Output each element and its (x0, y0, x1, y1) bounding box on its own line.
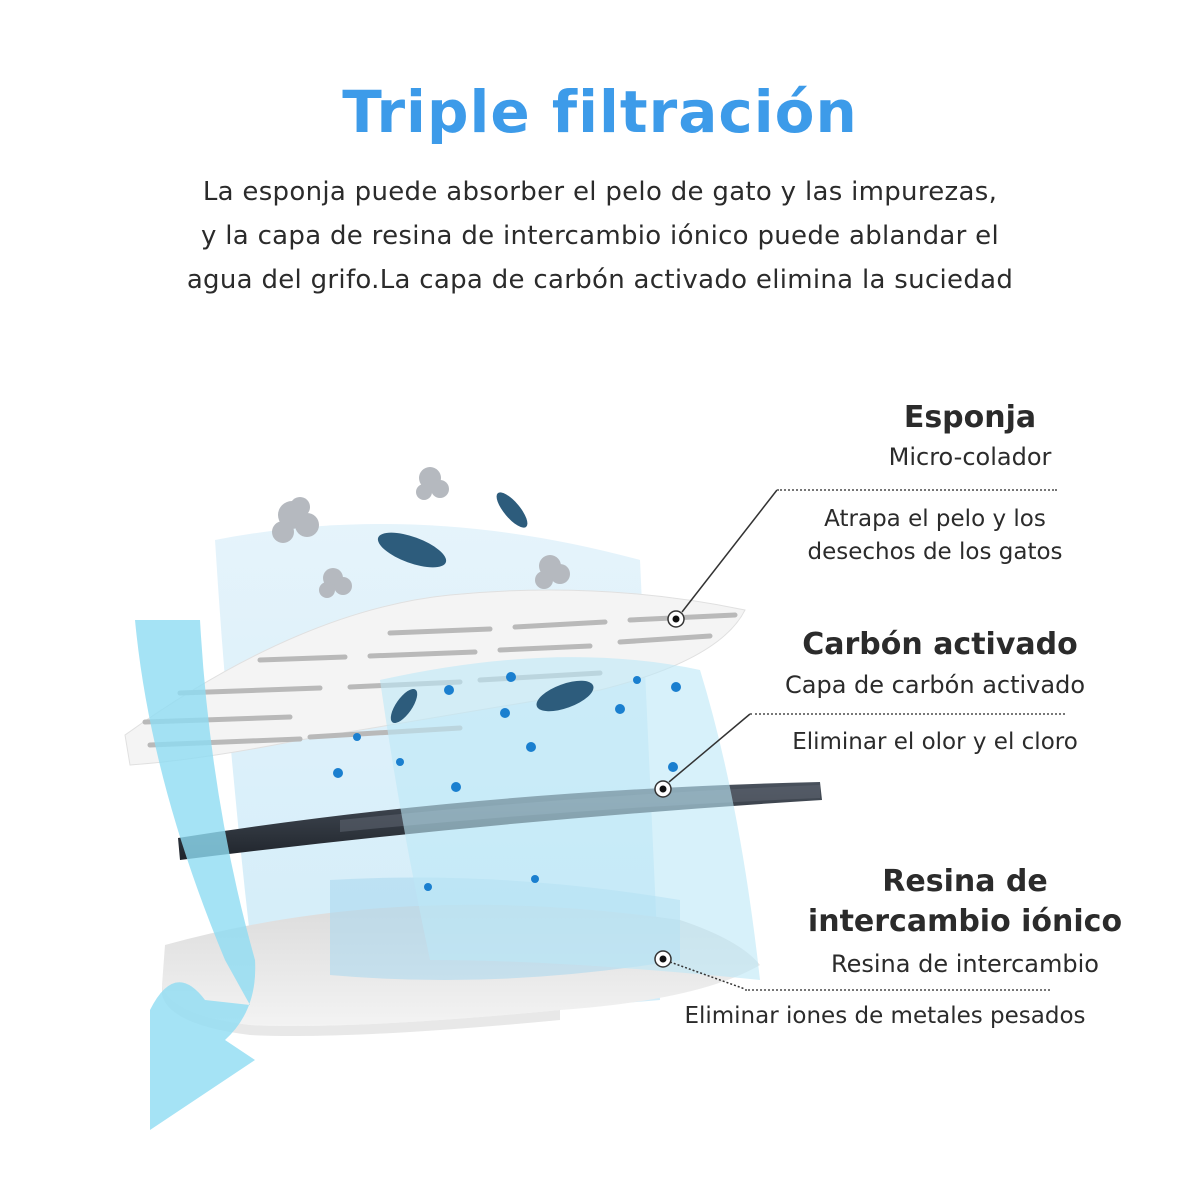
layer-description-carbon: Eliminar el olor y el cloro (740, 726, 1130, 759)
description-line: Eliminar el olor y el cloro (792, 729, 1078, 755)
title-line: intercambio iónico (807, 904, 1123, 939)
bacteria-icon (377, 492, 594, 724)
intro-line: La esponja puede absorber el pelo de gat… (202, 177, 998, 207)
divider-resina (745, 989, 1050, 991)
layer-title-esponja: Esponja (903, 400, 1037, 435)
layer-description-resina: Eliminar iones de metales pesados (620, 1000, 1150, 1033)
intro-line: agua del grifo.La capa de carbón activad… (186, 265, 1014, 295)
layer-title-carbon: Carbón activado (802, 627, 1078, 662)
title-line: Resina de (882, 864, 1048, 899)
layer-subtitle-resina: Resina de intercambio (831, 950, 1099, 978)
intro-line: y la capa de resina de intercambio iónic… (201, 221, 999, 251)
debris-particle-icon (272, 467, 570, 598)
page-title: Triple filtración (342, 78, 858, 146)
divider-esponja (777, 489, 1057, 491)
ion-particle-icon (333, 672, 681, 891)
description-line: desechos de los gatos (807, 539, 1063, 565)
layer-subtitle-esponja: Micro-colador (888, 443, 1052, 471)
water-flow-front (380, 657, 760, 980)
layer-description-esponja: Atrapa el pelo y los desechos de los gat… (760, 503, 1110, 569)
intro-paragraph: La esponja puede absorber el pelo de gat… (60, 170, 1140, 302)
description-line: Eliminar iones de metales pesados (684, 1003, 1086, 1029)
layer-title-resina: Resina de intercambio iónico (780, 862, 1150, 942)
layer-subtitle-carbon: Capa de carbón activado (785, 671, 1085, 699)
callout-resina (654, 950, 746, 990)
divider-carbon (750, 713, 1065, 715)
callout-carbon (654, 713, 751, 798)
callout-esponja (667, 489, 778, 628)
description-line: Atrapa el pelo y los (824, 506, 1046, 532)
flow-arrow-icon (135, 620, 256, 1130)
